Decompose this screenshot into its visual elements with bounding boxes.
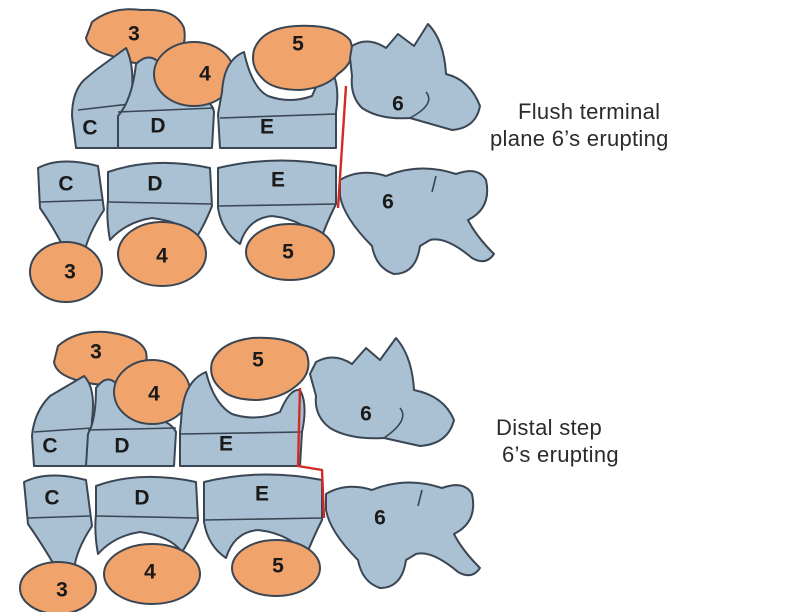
label-upper-bud-5: 5: [292, 33, 304, 56]
label-lower-bud-5: 5: [282, 241, 294, 264]
caption-line-1: Distal step: [496, 414, 619, 441]
label-lower-tooth-c: C: [58, 173, 73, 196]
label-upper-bud-3: 3: [128, 23, 140, 46]
label-lower-tooth-e: E: [271, 169, 285, 192]
label-lower-tooth-d: D: [147, 173, 162, 196]
label-upper-tooth-d: D: [114, 435, 129, 458]
panel-flush-terminal: 3 4 5 C D E 6 C D E 6 3 4 5: [30, 9, 494, 302]
upper-tooth-6: [310, 338, 454, 446]
label-upper-tooth-e: E: [260, 116, 274, 139]
label-upper-bud-4: 4: [148, 383, 160, 406]
caption-line-1: Flush terminal: [490, 98, 669, 125]
caption-distal-step: Distal step 6’s erupting: [496, 414, 619, 468]
panel-distal-step: 3 4 5 C D E 6 C D E 6 3 4 5: [20, 332, 480, 612]
label-upper-bud-5: 5: [252, 349, 264, 372]
label-upper-tooth-d: D: [150, 115, 165, 138]
label-lower-tooth-e: E: [255, 483, 269, 506]
label-upper-tooth-c: C: [42, 435, 57, 458]
label-upper-bud-3: 3: [90, 341, 102, 364]
lower-tooth-6: [326, 482, 480, 588]
label-lower-bud-5: 5: [272, 555, 284, 578]
label-lower-bud-3: 3: [64, 261, 76, 284]
label-lower-tooth-d: D: [134, 487, 149, 510]
upper-tooth-6: [350, 24, 480, 130]
label-lower-bud-4: 4: [156, 245, 168, 268]
label-upper-tooth-c: C: [82, 117, 97, 140]
caption-line-2: 6’s erupting: [496, 441, 619, 468]
caption-line-2: plane 6’s erupting: [490, 125, 669, 152]
label-lower-tooth-6: 6: [382, 191, 394, 214]
label-lower-tooth-c: C: [44, 487, 59, 510]
upper-tooth-c: [32, 376, 93, 466]
label-upper-tooth-e: E: [219, 433, 233, 456]
lower-tooth-6: [340, 168, 494, 274]
label-lower-tooth-6: 6: [374, 507, 386, 530]
label-upper-tooth-6: 6: [392, 93, 404, 116]
label-upper-bud-4: 4: [199, 63, 211, 86]
label-lower-bud-3: 3: [56, 579, 68, 602]
caption-flush-terminal: Flush terminal plane 6’s erupting: [490, 98, 669, 152]
label-lower-bud-4: 4: [144, 561, 156, 584]
label-upper-tooth-6: 6: [360, 403, 372, 426]
